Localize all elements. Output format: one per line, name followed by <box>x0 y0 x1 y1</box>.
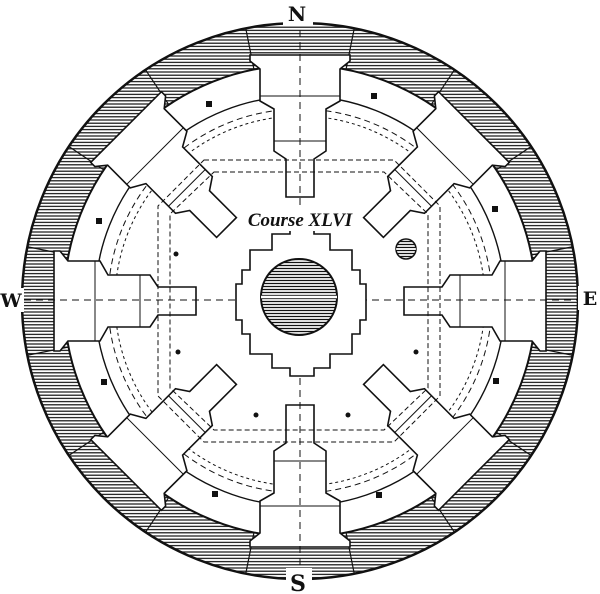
radial-block <box>362 90 511 239</box>
bolt-markers <box>96 93 499 498</box>
radial-block <box>89 363 238 512</box>
inner-dashed-frame <box>157 159 441 443</box>
central-shaft <box>260 258 338 336</box>
radial-block <box>403 250 547 352</box>
compass-west-label: W <box>0 290 22 312</box>
compass-south-label: S <box>290 571 306 594</box>
compass-east-label: E <box>583 288 597 310</box>
course-title: Course XLVI <box>248 210 353 231</box>
radial-block <box>362 363 511 512</box>
course-label: Course XLVI <box>241 207 359 231</box>
small-shaft <box>395 238 417 260</box>
anchor-dots <box>173 251 419 418</box>
compass-north-label: N <box>288 2 306 26</box>
radial-block <box>89 90 238 239</box>
radial-blocks <box>53 54 547 548</box>
radial-block <box>53 250 197 352</box>
